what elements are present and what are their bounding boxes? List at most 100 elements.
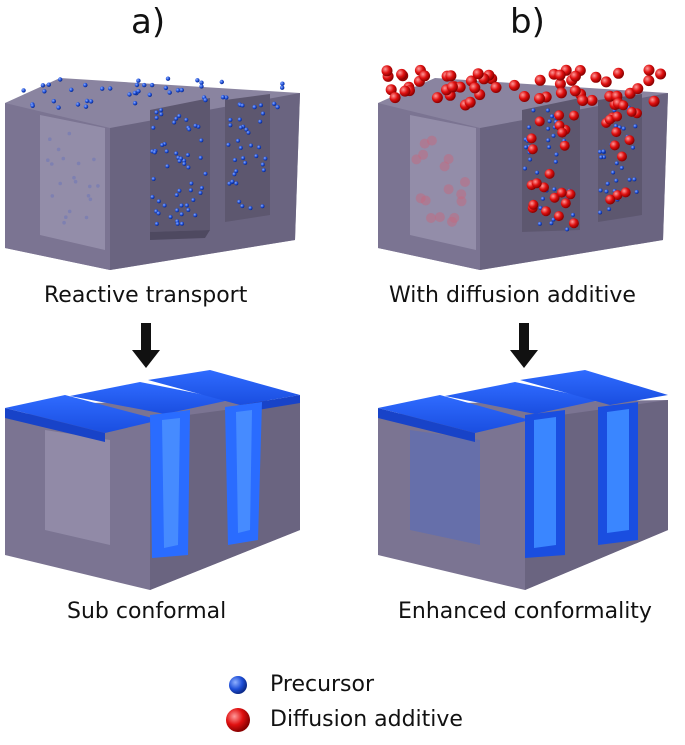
- additive-particle: [618, 100, 629, 111]
- precursor-particle: [257, 145, 262, 150]
- precursor-particle: [149, 82, 155, 88]
- additive-particle: [399, 85, 411, 97]
- precursor-particle: [203, 171, 208, 176]
- precursor-particle: [233, 158, 237, 162]
- legend-precursor-label: Precursor: [270, 672, 375, 697]
- precursor-particle: [165, 164, 170, 169]
- precursor-particle: [163, 85, 169, 91]
- precursor-particle: [167, 90, 172, 95]
- precursor-particle: [152, 150, 157, 155]
- precursor-particle: [554, 152, 559, 157]
- precursor-particle: [598, 149, 602, 154]
- precursor-particle: [179, 203, 184, 208]
- precursor-particle: [179, 212, 184, 217]
- precursor-particle: [220, 95, 226, 100]
- additive-particle: [559, 140, 570, 151]
- precursor-particle: [73, 179, 78, 184]
- precursor-particle: [56, 105, 61, 110]
- additive-particle: [554, 78, 566, 90]
- precursor-particle: [601, 149, 606, 154]
- additive-particle: [648, 95, 660, 107]
- block-a-top: [5, 78, 300, 270]
- block-b-bottom: [378, 370, 668, 590]
- precursor-particle: [46, 158, 50, 162]
- precursor-particle: [42, 89, 47, 94]
- precursor-particle: [72, 175, 76, 180]
- precursor-particle: [199, 80, 204, 85]
- precursor-particle: [76, 161, 81, 166]
- legend-precursor-marker: [229, 676, 247, 694]
- precursor-particle: [627, 177, 632, 182]
- precursor-particle: [261, 111, 265, 116]
- additive-particle: [600, 76, 612, 88]
- precursor-particle: [30, 103, 35, 109]
- precursor-particle: [232, 172, 237, 177]
- precursor-particle: [244, 127, 249, 132]
- precursor-particle: [199, 186, 204, 190]
- precursor-particle: [602, 155, 607, 160]
- precursor-particle: [67, 131, 72, 136]
- additive-particle: [443, 184, 454, 195]
- precursor-particle: [198, 155, 203, 160]
- precursor-particle: [50, 162, 54, 166]
- precursor-particle: [571, 212, 575, 217]
- precursor-particle: [174, 116, 179, 121]
- precursor-particle: [151, 177, 156, 181]
- precursor-particle: [193, 213, 198, 218]
- precursor-particle: [179, 87, 184, 93]
- precursor-particle: [177, 159, 182, 164]
- additive-particle: [632, 83, 644, 95]
- precursor-particle: [187, 127, 192, 132]
- additive-particle: [643, 75, 655, 87]
- precursor-particle: [545, 108, 550, 113]
- precursor-particle: [261, 168, 266, 173]
- precursor-particle: [241, 156, 246, 161]
- precursor-particle: [607, 207, 612, 212]
- precursor-particle: [238, 145, 243, 150]
- precursor-particle: [634, 189, 639, 194]
- precursor-particle: [86, 194, 91, 198]
- caption-sub-conformal: Sub conformal: [67, 599, 227, 624]
- precursor-particle: [88, 197, 93, 202]
- precursor-particle: [614, 161, 619, 166]
- additive-particle: [469, 82, 481, 94]
- additive-particle: [612, 190, 623, 201]
- precursor-particle: [151, 125, 156, 130]
- additive-particles: [381, 64, 667, 229]
- additive-particle: [556, 187, 567, 198]
- additive-particle: [534, 116, 545, 127]
- additive-particle: [439, 161, 450, 172]
- precursor-particle: [550, 114, 554, 119]
- precursor-particle: [67, 209, 72, 214]
- precursor-particle: [188, 188, 193, 193]
- precursor-particle: [132, 90, 138, 96]
- additive-particle: [626, 106, 637, 117]
- precursor-particle: [184, 117, 189, 122]
- precursor-particle: [621, 126, 626, 131]
- precursor-particle: [182, 161, 187, 166]
- precursor-particle: [162, 203, 167, 208]
- precursor-particle: [132, 101, 138, 106]
- additive-particle: [381, 65, 393, 77]
- additive-particle: [518, 91, 530, 102]
- precursor-particle: [531, 108, 536, 113]
- precursor-particle: [83, 104, 89, 109]
- precursor-particle: [527, 125, 532, 130]
- precursor-particle: [184, 203, 189, 208]
- precursor-particle: [552, 187, 557, 192]
- additive-particle: [445, 70, 457, 82]
- legend-additive-label: Diffusion additive: [270, 707, 463, 732]
- precursor-particle: [150, 195, 155, 199]
- additive-particle: [431, 92, 443, 104]
- precursor-particle: [599, 155, 604, 160]
- precursor-particle: [48, 137, 52, 141]
- additive-particle: [643, 64, 655, 76]
- precursor-particle: [84, 98, 90, 104]
- precursor-particle: [58, 77, 63, 82]
- precursor-particle: [172, 120, 177, 125]
- precursor-particle: [236, 138, 240, 143]
- precursor-particle: [258, 119, 263, 124]
- precursor-particle: [160, 143, 165, 147]
- precursor-particle: [240, 204, 245, 209]
- additive-particle: [396, 68, 408, 80]
